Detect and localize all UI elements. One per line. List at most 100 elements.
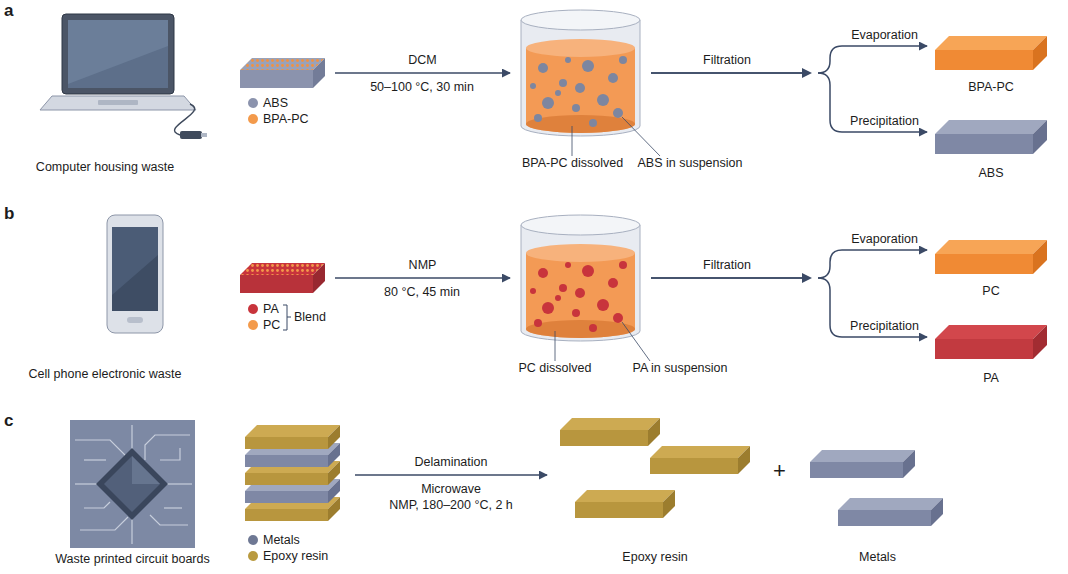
particle xyxy=(530,83,536,89)
particle xyxy=(575,288,585,298)
slab-side xyxy=(931,498,943,526)
particle xyxy=(608,73,618,83)
legend-swatch xyxy=(248,114,258,124)
slab-front xyxy=(935,50,1033,70)
beaker: BPA-PC dissolvedABS in suspension xyxy=(518,8,643,138)
slab-side xyxy=(903,450,915,478)
particle xyxy=(589,324,597,332)
node-shape xyxy=(935,240,1047,274)
particle xyxy=(534,319,542,327)
slab-side xyxy=(648,418,660,446)
arrow-label: Precipitation xyxy=(850,319,919,333)
arrow-label: Precipitation xyxy=(850,114,919,128)
circuit-board xyxy=(70,420,195,548)
node-shape xyxy=(240,263,325,293)
particle xyxy=(582,265,594,277)
node-shape xyxy=(40,10,210,145)
trace xyxy=(145,435,190,460)
node-label: PC xyxy=(935,284,1047,298)
legend-item: PA xyxy=(248,302,279,316)
usb-tip xyxy=(201,133,207,137)
phone-screen xyxy=(112,227,158,311)
particle xyxy=(534,114,542,122)
legend-text: Metals xyxy=(263,533,300,547)
node-shape xyxy=(810,450,945,530)
phone-illustration: Cell phone electronic waste xyxy=(95,215,175,335)
usb-plug xyxy=(180,131,202,139)
slab-top xyxy=(935,240,1047,254)
slab-front xyxy=(935,134,1033,154)
bracket-label: Blend xyxy=(294,310,326,324)
slab-front xyxy=(245,491,328,503)
trunk-arrowhead xyxy=(802,273,812,283)
slab-side xyxy=(313,58,325,88)
product-slab: ABS xyxy=(935,120,1047,154)
plus-sign: + xyxy=(773,460,786,482)
particle xyxy=(572,104,580,112)
beaker-glass xyxy=(521,225,640,341)
slab-front xyxy=(240,275,313,293)
particle xyxy=(613,313,623,323)
home-button xyxy=(127,317,143,323)
node-label: PC dissolved xyxy=(505,361,605,375)
slab-top xyxy=(935,120,1047,134)
legend-text: Epoxy resin xyxy=(263,549,328,563)
product-slab: PA xyxy=(935,325,1047,359)
screen-glare xyxy=(68,20,168,84)
slab-front xyxy=(245,437,328,449)
legend-item: Epoxy resin xyxy=(248,549,328,563)
particle xyxy=(555,90,561,96)
trace xyxy=(166,483,192,484)
node-shape xyxy=(555,418,755,528)
legend-text: PC xyxy=(263,318,280,332)
particle xyxy=(613,108,623,118)
particle xyxy=(542,302,554,314)
slab-side xyxy=(328,425,340,449)
slab-side xyxy=(313,263,325,293)
liquid-surface xyxy=(526,244,635,262)
product-slab: BPA-PC xyxy=(935,36,1047,70)
node-shape xyxy=(70,420,195,548)
node-label: ABS xyxy=(935,166,1047,180)
trunk-arrowhead xyxy=(802,68,812,78)
touchpad xyxy=(98,100,138,105)
legend-item: ABS xyxy=(248,96,288,110)
process-arrow xyxy=(335,277,510,279)
process-arrow xyxy=(651,278,927,337)
metal-pieces: Metals xyxy=(810,450,945,530)
node-shape xyxy=(935,325,1047,359)
epoxy-pieces: Epoxy resin xyxy=(555,418,755,528)
particle xyxy=(619,261,627,269)
legend-text: PA xyxy=(263,302,279,316)
node-label: Epoxy resin xyxy=(555,550,755,564)
particle xyxy=(589,119,597,127)
node-label: BPA-PC xyxy=(935,80,1047,94)
liquid xyxy=(526,48,635,133)
step-label: Filtration xyxy=(703,258,751,272)
panel-letter: c xyxy=(4,412,13,430)
laptop-lid xyxy=(62,14,174,94)
node-label: PA xyxy=(935,371,1047,385)
legend-item: Metals xyxy=(248,533,300,547)
process-arrow xyxy=(355,474,547,476)
particle xyxy=(559,284,567,292)
legend-swatch xyxy=(248,320,258,330)
particle xyxy=(572,309,580,317)
slab-top xyxy=(935,325,1047,339)
node-shape xyxy=(518,8,643,138)
beaker: PC dissolvedPA in suspension xyxy=(518,213,643,343)
node-shape xyxy=(518,213,643,343)
slab-top xyxy=(575,490,675,502)
chip xyxy=(96,448,168,520)
slab-top xyxy=(810,450,915,462)
beaker-rim xyxy=(521,215,640,235)
cable xyxy=(174,104,194,135)
trace xyxy=(80,517,128,530)
laptop-base xyxy=(40,96,196,110)
particle xyxy=(597,299,609,311)
legend-swatch xyxy=(248,535,258,545)
trace xyxy=(160,448,180,460)
slab-front xyxy=(245,455,328,467)
slab-side xyxy=(1033,120,1047,154)
chip-highlight xyxy=(132,456,160,484)
